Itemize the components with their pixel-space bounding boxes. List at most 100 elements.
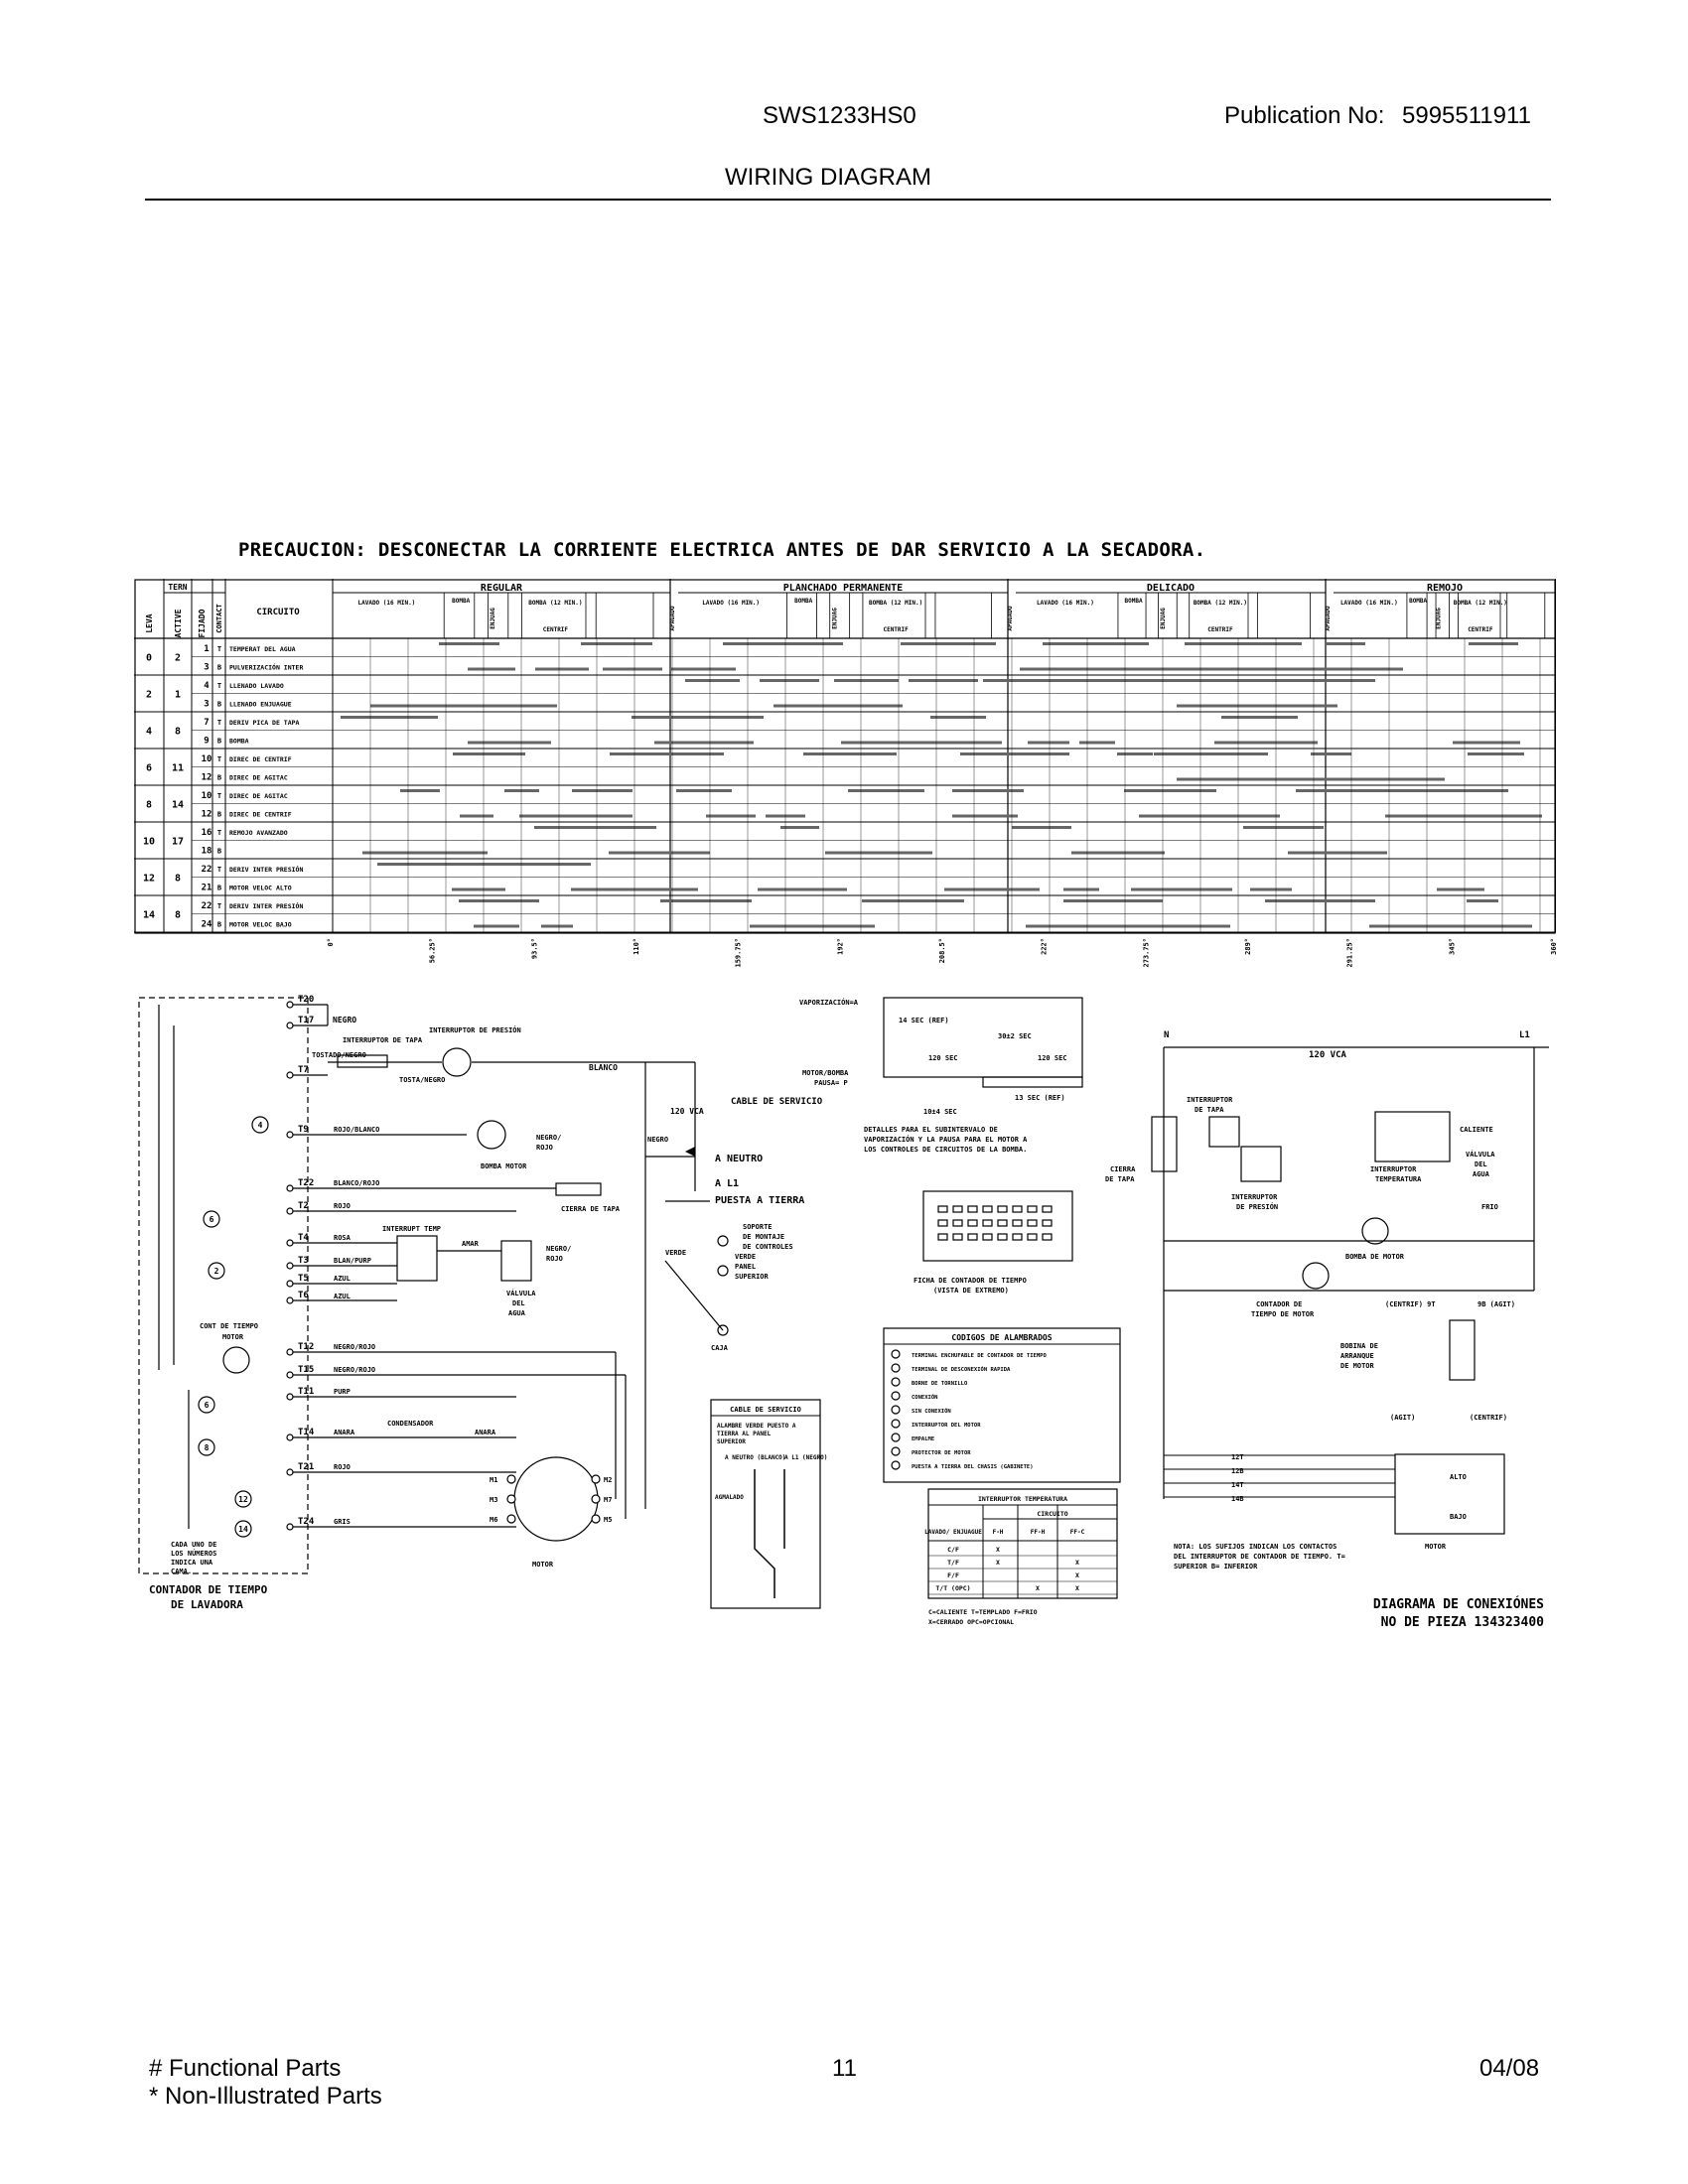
temp-table-cell: X	[1075, 1559, 1079, 1567]
chart-col-leva: LEVA	[145, 614, 154, 632]
chart-sub-label: APAGADO	[669, 606, 676, 631]
publication-date: 04/08	[1479, 2055, 1540, 2082]
chart-timing-bar	[1087, 667, 1183, 671]
timer-terminal	[286, 1371, 294, 1379]
cada-uno-note: CADA UNO DE	[171, 1541, 216, 1549]
chart-degree: 110°	[633, 938, 640, 955]
cam-circle	[198, 1438, 215, 1456]
plug-pin	[952, 1219, 963, 1227]
timer-terminal	[286, 1239, 294, 1247]
cam-circle	[203, 1210, 220, 1228]
wire-label: AMAR	[462, 1240, 480, 1248]
ladder-label: ARRANQUE	[1340, 1352, 1374, 1360]
wire-label: VERDE	[665, 1249, 686, 1257]
temp-table-head: FF-C	[1070, 1529, 1085, 1536]
ladder-label: CONTADOR DE	[1256, 1300, 1302, 1308]
ladder-label: AGUA	[1473, 1170, 1490, 1178]
chart-timing-bar	[774, 704, 815, 708]
timer-terminal	[286, 1184, 294, 1192]
timer-motor-label: MOTOR	[222, 1333, 244, 1341]
component-label: CIERRA DE TAPA	[561, 1205, 621, 1213]
chart-timing-bar	[1265, 899, 1375, 902]
chart-timing-bar	[848, 789, 924, 792]
motor-terminal-label: M1	[490, 1476, 497, 1484]
code-symbol	[891, 1433, 901, 1442]
chart-tb: T	[217, 755, 221, 763]
chart-timing-bar	[1252, 704, 1337, 708]
wire-label: NEGRO/	[536, 1134, 561, 1142]
chart-sub-label: BOMBA	[1125, 598, 1143, 605]
chart-sub-label: BOMBA (12 MIN.)	[1194, 600, 1247, 607]
chart-circuit: TEMPERAT DEL AGUA	[229, 645, 296, 653]
wire-label: ROJO	[334, 1202, 351, 1210]
page-number: 11	[832, 2055, 857, 2082]
chart-degree: 192°	[836, 938, 844, 955]
chart-timing-bar	[811, 704, 859, 708]
ladder-label: BOMBA DE MOTOR	[1345, 1253, 1405, 1261]
chart-timing-bar	[1206, 777, 1236, 781]
chart-timing-bar	[849, 704, 903, 708]
pressure-switch-r	[1240, 1146, 1282, 1182]
wire	[664, 1260, 724, 1331]
arrow	[685, 1147, 695, 1157]
code-text: EMPALME	[912, 1436, 934, 1442]
chart-sub-label: BOMBA (12 MIN.)	[1454, 600, 1507, 607]
wire-label: NEGRO/	[546, 1245, 571, 1253]
wire-label: ANARA	[334, 1429, 355, 1436]
code-symbol	[891, 1391, 901, 1401]
code-symbol	[891, 1349, 901, 1359]
chart-circuit: MOTOR VELOC ALTO	[229, 885, 292, 892]
spray-timing-box	[883, 997, 1083, 1078]
plug-pin	[952, 1233, 963, 1241]
plug-pin	[997, 1233, 1008, 1241]
wire-label: BLANCO/ROJO	[334, 1179, 379, 1187]
chart-timing-bar	[1290, 667, 1403, 671]
timer-terminal-label: T15	[298, 1365, 314, 1375]
chart-timing-bar	[834, 679, 899, 682]
component-label: BOMBA MOTOR	[481, 1162, 527, 1170]
start-winding	[1449, 1319, 1476, 1381]
temp-table-head: F-H	[993, 1529, 1004, 1536]
chart-timing-bar	[1093, 924, 1177, 928]
temp-table-cell: X	[1075, 1584, 1079, 1592]
code-symbol	[891, 1460, 901, 1470]
plug-pin	[1012, 1205, 1023, 1213]
chart-timing-bar	[541, 924, 573, 928]
chart-circuit: DIREC DE CENTRIF	[229, 755, 292, 763]
timer-terminal	[286, 1393, 294, 1401]
component-label: AGUA	[508, 1309, 526, 1317]
motor-terminal-label: M6	[490, 1516, 497, 1524]
cable-label: AGMALADO	[715, 1494, 744, 1501]
wire-label: ANARA	[475, 1429, 496, 1436]
chart-timing-bar	[901, 642, 996, 645]
chart-timing-bar	[459, 899, 525, 902]
chart-timing-bar	[780, 826, 819, 829]
wire-label: VERDE	[735, 1253, 756, 1261]
chart-sub-label: BOMBA (12 MIN.)	[528, 600, 582, 607]
chart-timing-bar	[549, 826, 656, 829]
temp-table-cell: C/F	[947, 1546, 959, 1554]
temp-table-cell: F/F	[947, 1571, 959, 1579]
chart-timing-bar	[1400, 789, 1508, 792]
chart-timing-bar	[817, 924, 875, 928]
wire-label: ROJO	[536, 1144, 553, 1152]
temp-table-sub: CIRCUITO	[1037, 1510, 1067, 1518]
chart-timing-bar	[1385, 777, 1415, 781]
ladder-note: DEL INTERRUPTOR DE CONTADOR DE TIEMPO. T…	[1174, 1553, 1345, 1561]
chart-tb: T	[217, 829, 221, 837]
chart-circuit: DERIV INTER PRESIÓN	[229, 901, 303, 910]
chart-tb: T	[217, 645, 221, 653]
chart-circuit: DIREC DE AGITAC	[229, 774, 288, 782]
ladder-label: INTERRUPTOR	[1370, 1165, 1417, 1173]
component-label: INTERRUPTOR DE TAPA	[343, 1036, 423, 1044]
motor-terminal-label: M3	[490, 1496, 497, 1504]
chart-tb: B	[217, 738, 221, 746]
cam-circle	[251, 1116, 269, 1134]
plug-pin	[1042, 1233, 1053, 1241]
spray-label: 13 SEC (REF)	[1015, 1094, 1065, 1102]
spray-label: VAPORIZACIÓN=A	[799, 998, 859, 1007]
chart-cam-num: 3	[204, 663, 209, 673]
ladder-label: DE MOTOR	[1340, 1362, 1375, 1370]
chart-degree: 93.5°	[530, 938, 538, 959]
